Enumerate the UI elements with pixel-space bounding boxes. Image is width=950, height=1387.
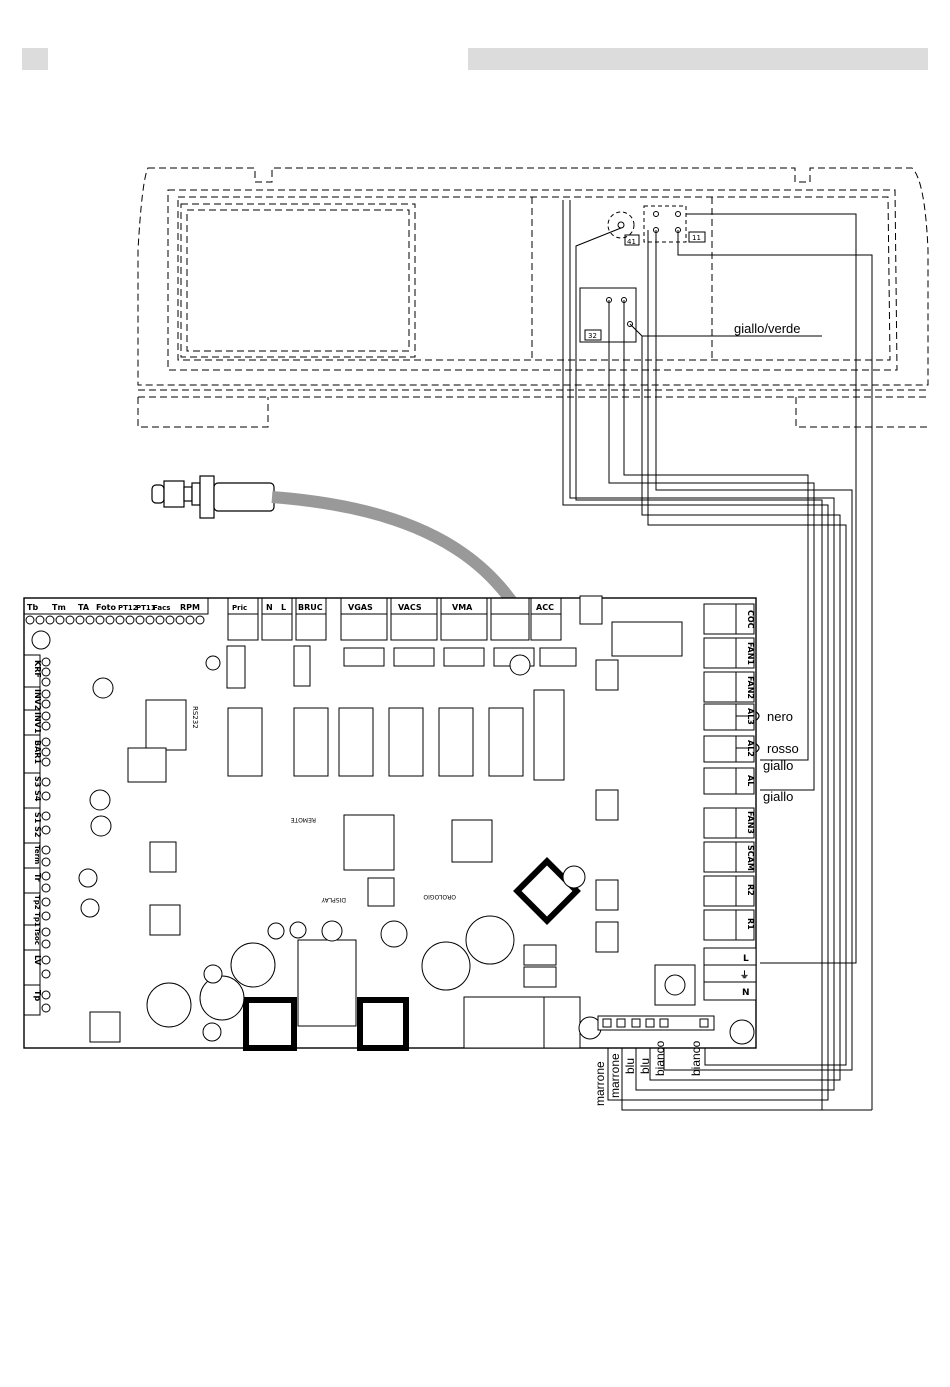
conn-vacs: VACS: [398, 603, 422, 612]
conn-fan2: FAN2: [746, 676, 755, 699]
terminal-l: L: [743, 954, 749, 964]
conn-fan3: FAN3: [746, 811, 755, 834]
conn-acc: ACC: [536, 603, 554, 612]
wire-marrone-1: marrone: [593, 1061, 607, 1106]
label-rosso: rosso: [767, 741, 799, 756]
conn-l: L: [281, 603, 286, 612]
wire-bianco-1: bianco: [653, 1040, 667, 1076]
conn-vma: VMA: [452, 603, 473, 612]
conn-bruc: BRUC: [298, 603, 323, 612]
conn-fan1: FAN1: [746, 642, 755, 665]
conn-lv: LV: [33, 955, 42, 966]
terminal-n: N: [742, 988, 750, 998]
tag-11: 11: [692, 234, 701, 242]
bottom-connector: [598, 1016, 714, 1030]
top-terminal-blocks: [228, 614, 561, 640]
conn-tsoc: Tsoc: [33, 928, 41, 945]
terminal-earth: ⏚: [740, 970, 749, 981]
tag-32: 32: [588, 332, 597, 340]
conn-s3s4: S3 S4: [33, 776, 42, 802]
conn-r2: R2: [746, 884, 755, 896]
conn-n: N: [266, 603, 273, 612]
conn-bar1: BAR1: [33, 740, 42, 764]
chip-remote: REMOTE: [290, 816, 316, 823]
label-giallo-verde: giallo/verde: [734, 321, 801, 336]
wire-blu-2: blu: [638, 1058, 652, 1074]
conn-foto: Foto: [96, 603, 116, 612]
conn-krf: KRF: [33, 660, 42, 678]
wire-marrone-2: marrone: [608, 1053, 622, 1098]
conn-tm: Tm: [52, 603, 66, 612]
conn-pt12: PT12: [118, 604, 138, 612]
conn-inv1: INV1: [33, 712, 42, 734]
conn-term: Term: [33, 845, 41, 864]
chip-display: DISPLAY: [321, 896, 346, 903]
conn-ta: TA: [78, 603, 90, 612]
conn-rpm: RPM: [180, 603, 200, 612]
probe-sensor: [152, 476, 274, 518]
conn-s1s2: S1 S2: [33, 812, 42, 837]
conn-scam: SCAM: [746, 845, 755, 871]
conn-tp: Tp: [33, 990, 42, 1001]
conn-pric: Pric: [232, 604, 247, 612]
bottom-wire-labels: marrone marrone blu blu bianco bianco: [593, 1040, 703, 1106]
conn-vgas: VGAS: [348, 603, 373, 612]
appliance-housing: [138, 168, 928, 427]
conn-al: AL: [746, 775, 755, 786]
wire-bianco-2: bianco: [689, 1040, 703, 1076]
conn-inv2: INV2: [33, 689, 42, 710]
chip-orologio: OROLOGIO: [423, 893, 456, 900]
wire-blu-1: blu: [623, 1058, 637, 1074]
conn-tr: Tr: [33, 873, 42, 882]
chip-rs232: RS232: [191, 706, 199, 729]
conn-coc: COC: [746, 610, 755, 629]
conn-r1: R1: [746, 918, 755, 930]
label-giallo-1: giallo: [763, 758, 793, 773]
label-nero: nero: [767, 709, 793, 724]
conn-facs: Facs: [153, 604, 170, 612]
conn-tb: Tb: [27, 603, 38, 612]
conn-tp2tp1: Tp2 Tp1: [33, 895, 41, 927]
tag-41: 41: [627, 238, 636, 246]
label-giallo-2: giallo: [763, 789, 793, 804]
